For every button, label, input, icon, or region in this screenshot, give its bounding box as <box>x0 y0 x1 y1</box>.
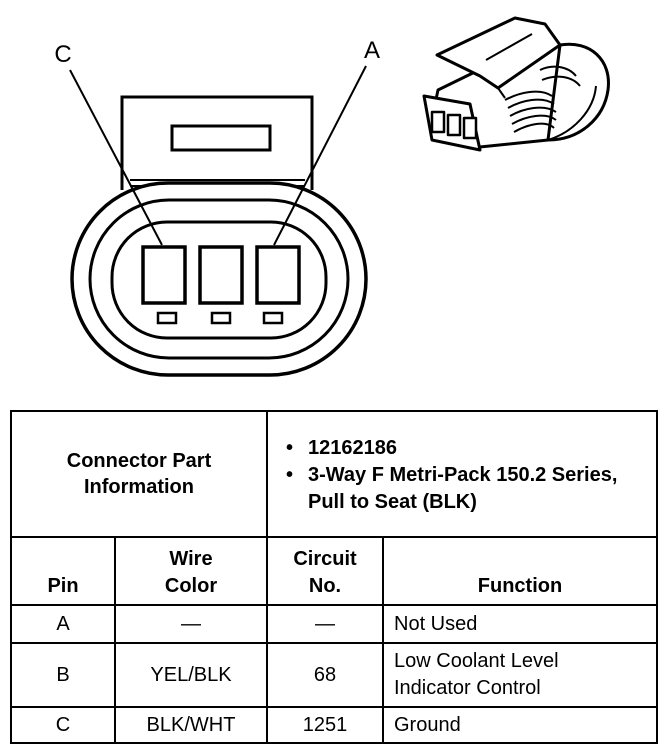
pin-label-a: A <box>364 37 380 64</box>
terminal-a <box>255 245 301 305</box>
function-cell: Not Used <box>381 604 659 644</box>
circuit-cell: — <box>266 604 384 644</box>
leader-line-a <box>273 65 367 246</box>
connector-face-view <box>69 65 368 377</box>
col-header-function: Function <box>381 536 659 606</box>
wire-color-cell: — <box>114 604 268 644</box>
pin-cell: C <box>10 706 116 744</box>
lock-tab <box>262 311 284 325</box>
pin-cell: A <box>10 604 116 644</box>
circuit-cell: 1251 <box>266 706 384 744</box>
lock-tab <box>210 311 232 325</box>
terminal-c <box>141 245 187 305</box>
lock-tab <box>156 311 178 325</box>
part-description: 3-Way F Metri-Pack 150.2 Series, Pull to… <box>286 462 648 516</box>
wire-color-cell: BLK/WHT <box>114 706 268 744</box>
header-label-line: Information <box>84 476 194 498</box>
leader-line-c <box>69 69 163 246</box>
connector-info-table: Connector Part Information 12162186 3-Wa… <box>10 410 659 744</box>
col-header-pin: Pin <box>10 536 116 606</box>
pin-cell: B <box>10 642 116 708</box>
table-row: B YEL/BLK 68 Low Coolant Level Indicator… <box>10 642 659 708</box>
function-cell: Ground <box>381 706 659 744</box>
table-row: A — — Not Used <box>10 604 659 644</box>
pin-label-c: C <box>54 41 71 68</box>
connector-cavity-wall <box>110 220 328 340</box>
function-cell: Low Coolant Level Indicator Control <box>381 642 659 708</box>
terminal-b <box>198 245 244 305</box>
col-header-circuit-no: Circuit No. <box>266 536 384 606</box>
connector-diagram: C A <box>54 16 610 377</box>
header-label-line: Connector Part <box>66 450 212 472</box>
connector-inner-shell <box>88 198 350 360</box>
connector-part-info-value: 12162186 3-Way F Metri-Pack 150.2 Series… <box>265 410 659 538</box>
circuit-cell: 68 <box>266 642 384 708</box>
part-number: 12162186 <box>286 435 648 462</box>
col-header-wire-color: Wire Color <box>114 536 268 606</box>
connector-isometric-view <box>422 16 610 152</box>
connector-latch <box>120 95 314 190</box>
connector-outer-shell <box>70 181 368 377</box>
wire-color-cell: YEL/BLK <box>114 642 268 708</box>
table-row: C BLK/WHT 1251 Ground <box>10 706 659 744</box>
connector-part-info-label: Connector Part Information <box>10 410 268 538</box>
latch-window <box>170 124 272 152</box>
